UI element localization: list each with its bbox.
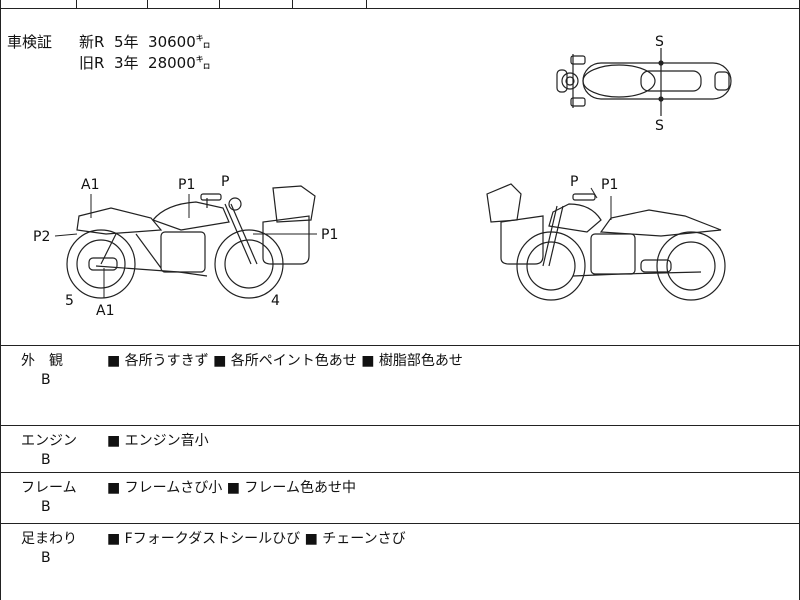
mark-left-p2: P2 <box>33 229 50 245</box>
inspection-row-engine: エンジン B ■ エンジン音小 <box>1 425 799 473</box>
left-view-leaders <box>54 194 317 298</box>
mark-right-p1: P1 <box>601 177 618 193</box>
mark-left-p1-tank: P1 <box>178 177 195 193</box>
motorcycle-diagrams: S S <box>33 34 732 319</box>
mark-left-a1-bottom: A1 <box>96 303 114 319</box>
mark-left-p1-box: P1 <box>321 227 338 243</box>
mark-left-a1-top: A1 <box>81 177 99 193</box>
registration-label: 車検証 <box>7 33 53 51</box>
mark-top-s1: S <box>655 34 664 50</box>
mark-top-s2: S <box>655 118 664 134</box>
category-label: エンジン <box>21 433 77 449</box>
registration-old: 旧R 3年 28000㌔ <box>79 54 211 72</box>
inspection-row-suspension: 足まわり B ■ Fフォークダストシールひび ■ チェーンさび <box>1 523 799 600</box>
mark-left-4: 4 <box>271 293 280 309</box>
grade-value: B <box>41 372 51 388</box>
grade-value: B <box>41 499 51 515</box>
diagram-area: 車検証 新R 5年 30600㌔ 旧R 3年 28000㌔ S <box>1 8 799 346</box>
registration-new: 新R 5年 30600㌔ <box>79 33 211 51</box>
notes-text: ■ エンジン音小 <box>107 433 209 449</box>
mark-right-p: P <box>570 174 578 190</box>
mark-left-p: P <box>221 174 229 190</box>
notes-text: ■ Fフォークダストシールひび ■ チェーンさび <box>107 531 406 547</box>
category-label: フレーム <box>21 480 77 496</box>
grade-value: B <box>41 452 51 468</box>
motorcycle-top-view <box>556 48 732 116</box>
top-strip <box>1 0 799 9</box>
notes-text: ■ フレームさび小 ■ フレーム色あせ中 <box>107 480 356 496</box>
category-label: 足まわり <box>21 531 77 547</box>
right-view-leaders <box>590 187 612 220</box>
grade-value: B <box>41 550 51 566</box>
mark-left-5: 5 <box>65 293 74 309</box>
inspection-row-frame: フレーム B ■ フレームさび小 ■ フレーム色あせ中 <box>1 472 799 524</box>
motorcycle-right-view <box>486 183 726 301</box>
motorcycle-left-view <box>66 185 316 299</box>
category-label: 外 観 <box>21 353 63 369</box>
notes-text: ■ 各所うすきず ■ 各所ペイント色あせ ■ 樹脂部色あせ <box>107 353 463 369</box>
inspection-row-exterior: 外 観 B ■ 各所うすきず ■ 各所ペイント色あせ ■ 樹脂部色あせ <box>1 345 799 426</box>
